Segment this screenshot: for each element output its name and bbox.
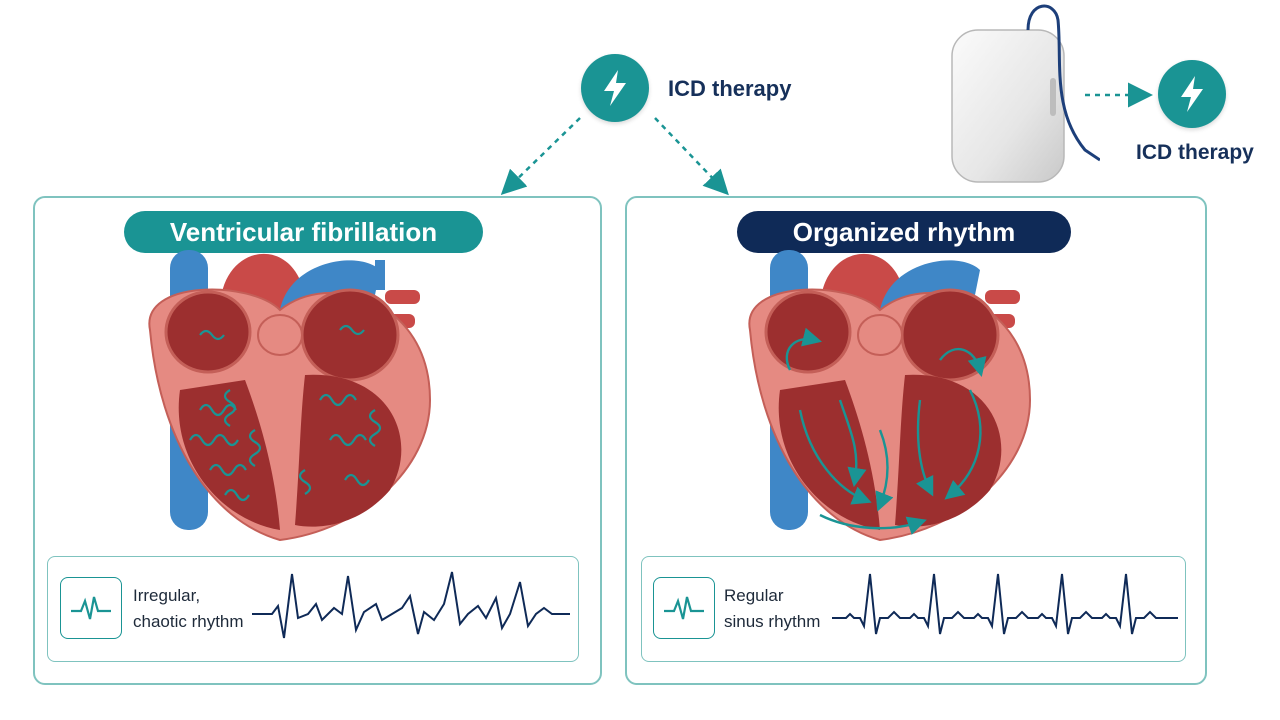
- ecg-icon: [60, 577, 122, 639]
- fibrillation-rhythm-text: Irregular, chaotic rhythm: [133, 583, 244, 635]
- device-therapy-label: ICD therapy: [1136, 141, 1254, 164]
- device-therapy-bolt-icon: [1158, 60, 1226, 128]
- fibrillating-heart-illustration: [148, 250, 432, 542]
- fibrillation-title: Ventricular fibrillation: [124, 211, 483, 253]
- organized-rhythm-line1: Regular: [724, 586, 784, 605]
- irregular-ecg-trace: [252, 571, 570, 639]
- organized-ecg-box: [641, 556, 1186, 662]
- regular-ecg-trace: [832, 573, 1178, 635]
- fibrillation-rhythm-line1: Irregular,: [133, 586, 201, 605]
- top-therapy-bolt-icon: [581, 54, 649, 122]
- fibrillation-rhythm-line2: chaotic rhythm: [133, 612, 244, 631]
- organized-heart-illustration: [748, 250, 1032, 542]
- organized-rhythm-text: Regular sinus rhythm: [724, 583, 820, 635]
- organized-rhythm-line2: sinus rhythm: [724, 612, 821, 631]
- ecg-icon: [653, 577, 715, 639]
- organized-title: Organized rhythm: [737, 211, 1071, 253]
- top-therapy-label: ICD therapy: [668, 76, 792, 101]
- icd-device-image: [951, 4, 1100, 183]
